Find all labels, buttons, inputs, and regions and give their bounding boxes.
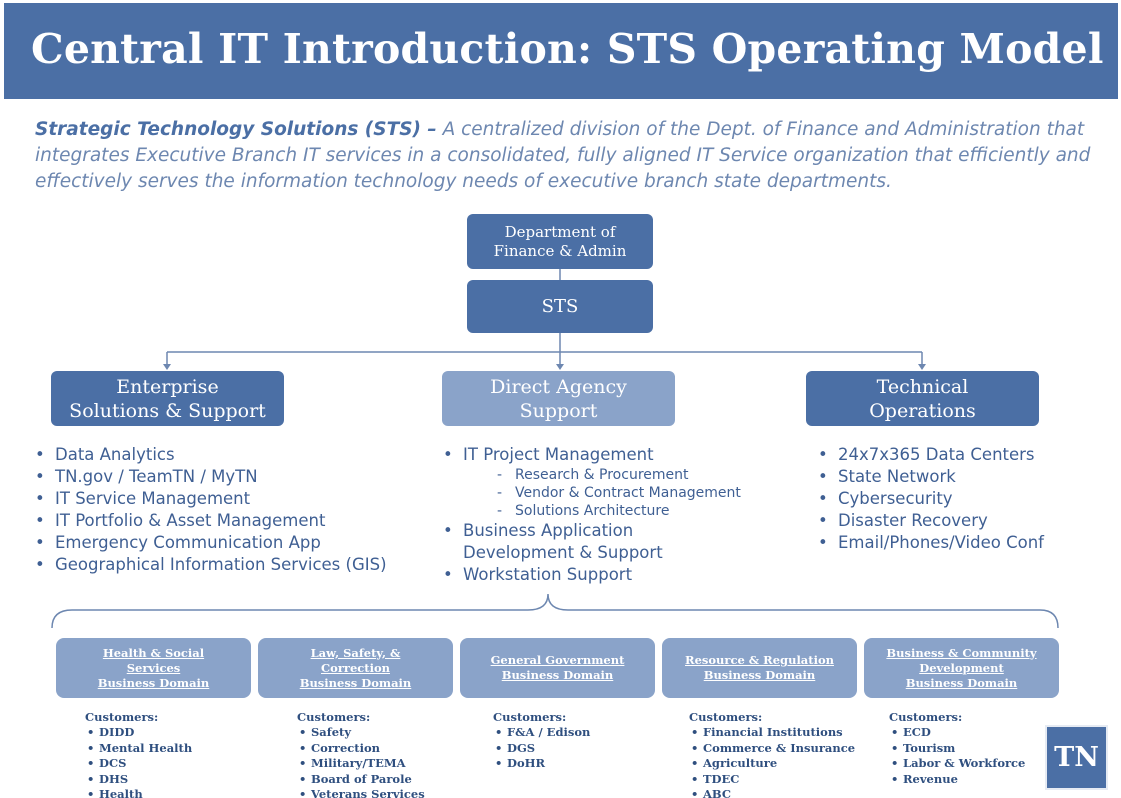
customers-business-community: Customers: ECD Tourism Labor & Workforce… (889, 710, 1025, 787)
list-item: Geographical Information Services (GIS) (33, 554, 387, 576)
list-item: IT Service Management (33, 488, 387, 510)
domain-business-community: Business & Community Development Busines… (864, 638, 1059, 698)
domain-label: Resource & Regulation Business Domain (685, 653, 834, 682)
customers-label: Customers: (689, 710, 763, 724)
customers-label: Customers: (85, 710, 159, 724)
customer-item: F&A / Edison (495, 725, 590, 741)
customers-label: Customers: (493, 710, 567, 724)
dept-finance-label: Department of Finance & Admin (493, 222, 627, 260)
customer-item: Veterans Services (299, 787, 425, 798)
customer-item: ECD (891, 725, 1025, 741)
customer-item: Financial Institutions (691, 725, 855, 741)
arrow-direct (556, 364, 564, 370)
direct-agency-box: Direct Agency Support (442, 371, 675, 426)
enterprise-list: Data Analytics TN.gov / TeamTN / MyTN IT… (33, 444, 387, 576)
domain-label: Law, Safety, & Correction Business Domai… (299, 645, 412, 690)
arrow-technical (918, 364, 926, 370)
domain-label: General Government Business Domain (490, 653, 625, 682)
technical-box: Technical Operations (806, 371, 1039, 426)
list-item: Workstation Support (441, 564, 741, 586)
enterprise-label: Enterprise Solutions & Support (69, 375, 266, 422)
list-item-label: IT Project Management (463, 445, 654, 464)
customer-item: Revenue (891, 772, 1025, 788)
intro-paragraph: Strategic Technology Solutions (STS) – A… (35, 117, 1095, 195)
domain-label: Health & Social Services Business Domain (97, 645, 210, 690)
list-item: IT Portfolio & Asset Management (33, 510, 387, 532)
customer-item: Mental Health (87, 741, 192, 757)
customer-item: TDEC (691, 772, 855, 788)
direct-agency-label: Direct Agency Support (490, 375, 627, 422)
customer-item: DoHR (495, 756, 590, 772)
sublist-item: Research & Procurement (493, 466, 741, 484)
customers-label: Customers: (889, 710, 963, 724)
customer-item: ABC (691, 787, 855, 798)
customer-item: DHS (87, 772, 192, 788)
list-item: Cybersecurity (816, 488, 1044, 510)
customer-item: Safety (299, 725, 425, 741)
list-item: TN.gov / TeamTN / MyTN (33, 466, 387, 488)
customer-item: DCS (87, 756, 192, 772)
domain-label: Business & Community Development Busines… (886, 645, 1037, 690)
customers-health-social: Customers: DIDD Mental Health DCS DHS He… (85, 710, 192, 798)
sts-label: STS (541, 296, 579, 317)
customer-item: DGS (495, 741, 590, 757)
domain-brace (51, 593, 1059, 629)
project-sublist: Research & Procurement Vendor & Contract… (493, 466, 741, 520)
tn-logo: TN (1045, 725, 1108, 790)
list-item: Business Application Development & Suppo… (441, 520, 741, 564)
customer-item: Board of Parole (299, 772, 425, 788)
enterprise-box: Enterprise Solutions & Support (51, 371, 284, 426)
domain-resource-regulation: Resource & Regulation Business Domain (662, 638, 857, 698)
sublist-item: Solutions Architecture (493, 502, 741, 520)
title-bar: Central IT Introduction: STS Operating M… (4, 3, 1118, 99)
customers-label: Customers: (297, 710, 371, 724)
intro-text: A centralized division of the Dept. of F… (35, 119, 1091, 192)
customer-item: Health (87, 787, 192, 798)
domain-general-government: General Government Business Domain (460, 638, 655, 698)
dept-finance-box: Department of Finance & Admin (467, 214, 653, 269)
customer-item: DIDD (87, 725, 192, 741)
sublist-item: Vendor & Contract Management (493, 484, 741, 502)
list-item: Disaster Recovery (816, 510, 1044, 532)
customer-item: Agriculture (691, 756, 855, 772)
list-item: Emergency Communication App (33, 532, 387, 554)
customers-resource-regulation: Customers: Financial Institutions Commer… (689, 710, 855, 798)
page-title: Central IT Introduction: STS Operating M… (31, 25, 1104, 73)
customer-item: Correction (299, 741, 425, 757)
technical-label: Technical Operations (869, 375, 976, 422)
customer-item: Commerce & Insurance (691, 741, 855, 757)
list-item: Data Analytics (33, 444, 387, 466)
customer-item: Military/TEMA (299, 756, 425, 772)
list-item: 24x7x365 Data Centers (816, 444, 1044, 466)
domain-law-safety: Law, Safety, & Correction Business Domai… (258, 638, 453, 698)
direct-agency-list: IT Project Management Research & Procure… (441, 444, 741, 586)
technical-list: 24x7x365 Data Centers State Network Cybe… (816, 444, 1044, 554)
domain-health-social: Health & Social Services Business Domain (56, 638, 251, 698)
sts-box: STS (467, 280, 653, 333)
customer-item: Tourism (891, 741, 1025, 757)
intro-term: Strategic Technology Solutions (STS) – (35, 119, 437, 140)
customer-item: Labor & Workforce (891, 756, 1025, 772)
customers-law-safety: Customers: Safety Correction Military/TE… (297, 710, 425, 798)
arrow-enterprise (163, 364, 171, 370)
list-item-project-mgmt: IT Project Management Research & Procure… (441, 444, 741, 520)
customers-general-government: Customers: F&A / Edison DGS DoHR (493, 710, 590, 772)
list-item: Email/Phones/Video Conf (816, 532, 1044, 554)
list-item: State Network (816, 466, 1044, 488)
